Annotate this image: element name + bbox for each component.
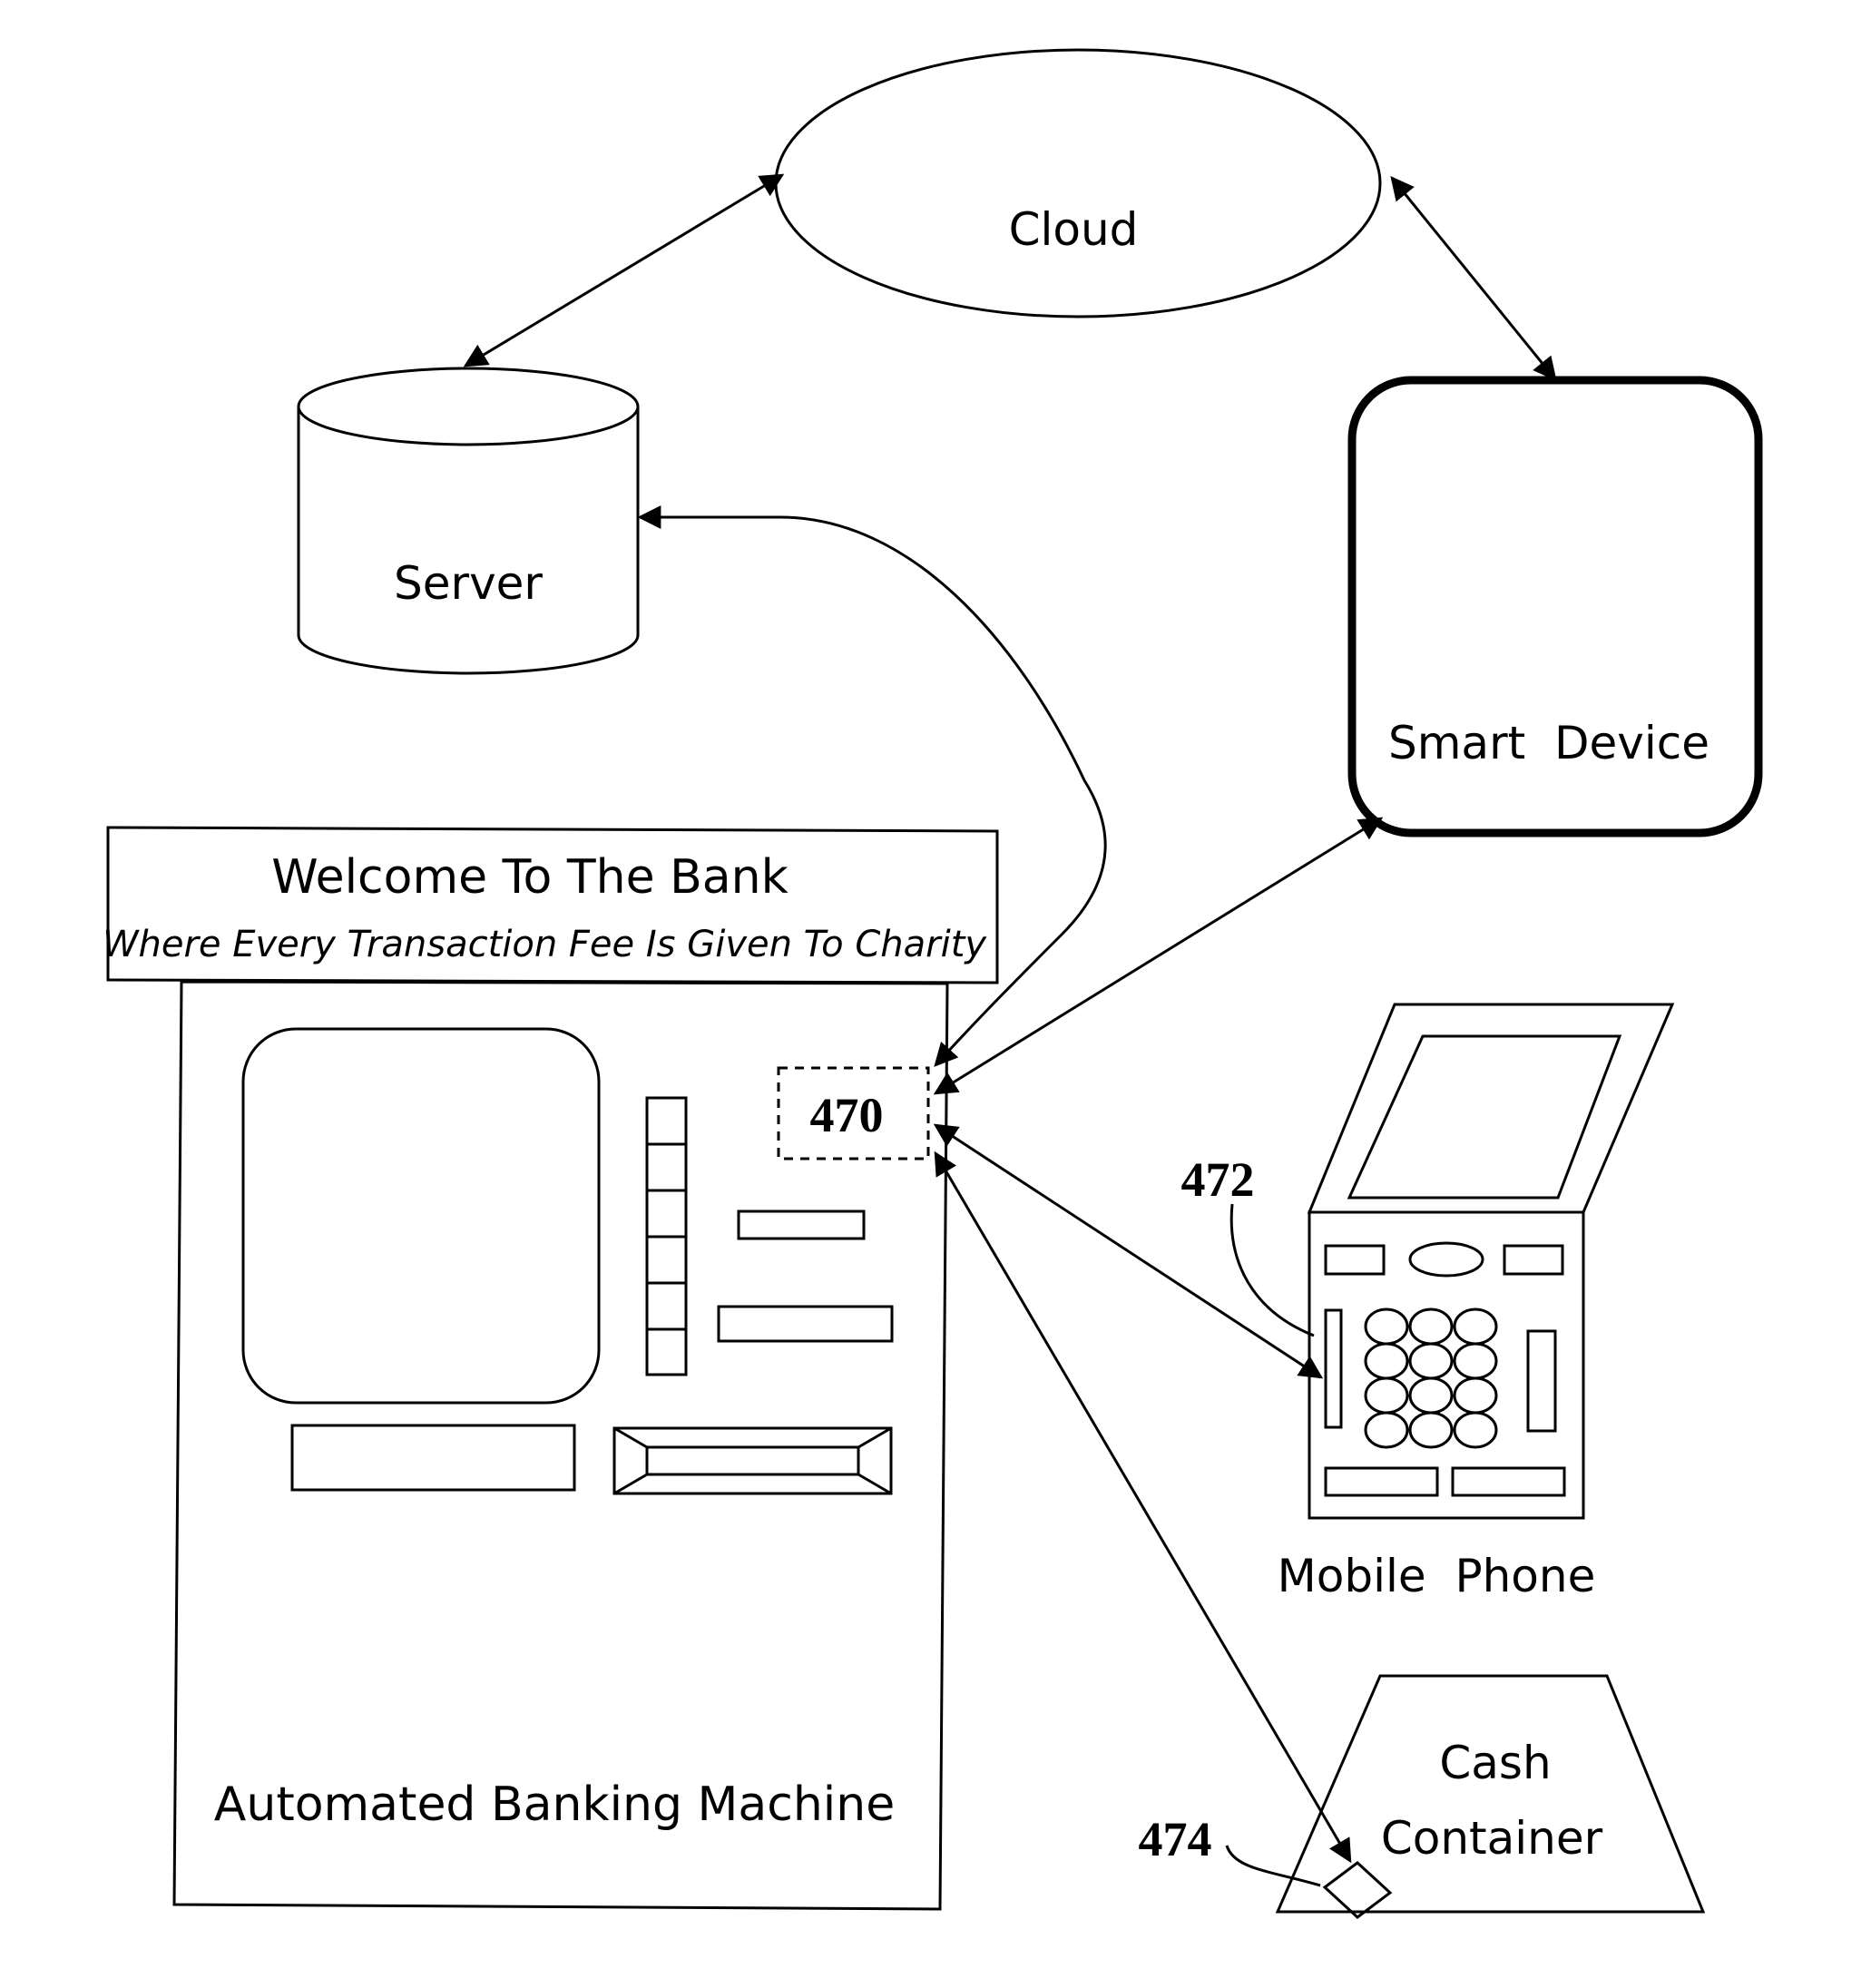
server-node: Server: [299, 368, 638, 673]
cash-container-label-line2: Container: [1381, 1812, 1603, 1865]
link-cloud-smart-device: [1392, 178, 1555, 379]
ref-472: 472: [1181, 1152, 1255, 1207]
atm-body: 470 Automated Banking Machine: [174, 982, 947, 1909]
smart-device-node: Smart Device: [1352, 380, 1758, 833]
smart-device-label: Smart Device: [1388, 717, 1709, 769]
link-server-cloud: [465, 175, 782, 366]
cloud-label: Cloud: [1009, 203, 1139, 256]
atm-banner: Welcome To The Bank Where Every Transact…: [103, 828, 997, 983]
ref-470: 470: [810, 1088, 884, 1142]
cash-container-label-line1: Cash: [1439, 1737, 1551, 1789]
mobile-phone-node: Mobile Phone 472: [1181, 1004, 1673, 1602]
banner-title: Welcome To The Bank: [271, 850, 789, 905]
atm-label: Automated Banking Machine: [214, 1777, 895, 1832]
leader-472: [1231, 1204, 1314, 1336]
link-470-smart-device: [936, 818, 1381, 1093]
ref-474: 474: [1139, 1812, 1212, 1866]
server-label: Server: [394, 557, 543, 610]
banner-subtitle: Where Every Transaction Fee Is Given To …: [103, 924, 987, 965]
cash-container-node: Cash Container 474: [1139, 1676, 1704, 1917]
mobile-phone-label: Mobile Phone: [1278, 1550, 1596, 1602]
cloud-node: Cloud: [776, 50, 1380, 317]
